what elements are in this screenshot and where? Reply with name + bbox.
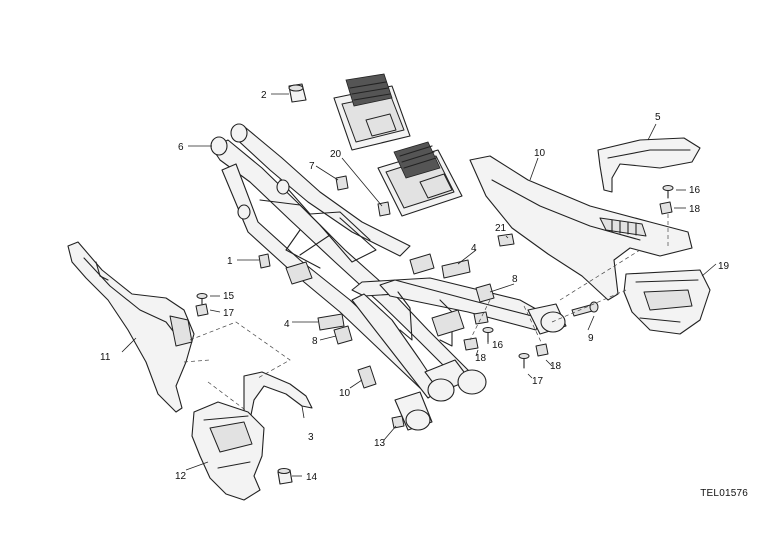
callout-21: 21 xyxy=(495,223,507,234)
callout-8-upper: 8 xyxy=(512,274,518,285)
callout-16-left: 15 xyxy=(223,291,235,302)
callout-4-lower: 4 xyxy=(284,319,290,330)
callout-1: 1 xyxy=(227,256,233,267)
part-3-left-inner-bracket xyxy=(243,371,313,421)
callout-9: 9 xyxy=(588,333,594,344)
callout-18-left: 17 xyxy=(223,308,235,319)
callout-17-lower: 17 xyxy=(532,376,544,387)
callout-18-mid: 18 xyxy=(475,353,487,364)
electronic-control-units xyxy=(333,73,463,217)
callout-15: 14 xyxy=(306,472,318,483)
part-5-upper-trim xyxy=(597,137,701,193)
rear-subframe xyxy=(210,123,567,431)
callout-19: 19 xyxy=(718,261,730,272)
leader-lines xyxy=(121,93,717,477)
callout-14: 13 xyxy=(374,438,386,449)
callout-17-upper: 16 xyxy=(492,340,504,351)
part-12-left-side-panel xyxy=(67,241,195,413)
callout-5: 5 xyxy=(655,112,661,123)
callout-12: 11 xyxy=(100,352,111,363)
part-11-right-side-panel xyxy=(469,155,693,301)
callout-18-lower: 18 xyxy=(550,361,562,372)
callout-4-upper: 4 xyxy=(471,243,477,254)
callout-labels: 2 6 1 7 20 5 10 4 21 8 4 8 10 13 3 12 14… xyxy=(100,90,730,483)
callout-16-right: 16 xyxy=(689,185,701,196)
callout-3: 3 xyxy=(308,432,314,443)
callout-2: 2 xyxy=(261,90,267,101)
callout-18-right: 18 xyxy=(689,204,701,215)
callout-6: 6 xyxy=(178,142,184,153)
drawing-reference-code: TEL01576 xyxy=(700,488,748,499)
hardware xyxy=(195,175,674,429)
callout-8-lower: 8 xyxy=(312,336,318,347)
part-13-left-lower-cover xyxy=(191,401,265,501)
callout-7: 7 xyxy=(309,161,315,172)
callout-20: 20 xyxy=(330,149,342,160)
callout-13: 12 xyxy=(175,471,187,482)
callout-10: 10 xyxy=(339,388,351,399)
callout-11: 10 xyxy=(534,148,546,159)
assembly-guides xyxy=(183,214,669,413)
